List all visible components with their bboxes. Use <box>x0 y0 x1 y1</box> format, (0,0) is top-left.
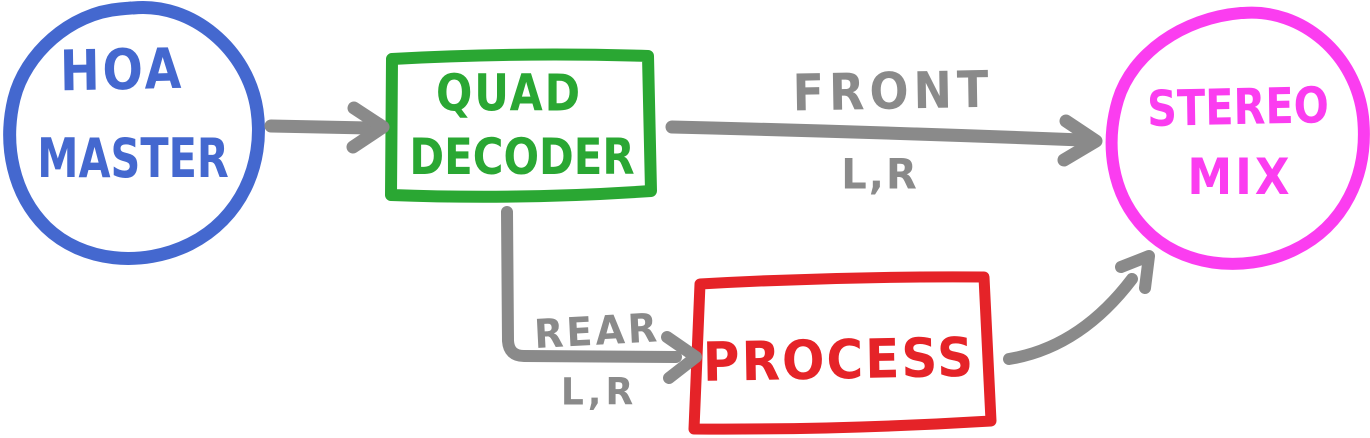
rear-edge-label: REAR <box>532 304 662 358</box>
hoa-to-quad-arrowhead <box>346 101 390 154</box>
hoa-master-label-line1: HOA <box>59 36 185 104</box>
stereo-mix-circle <box>1105 6 1370 270</box>
front-arrow <box>665 120 1089 147</box>
quad-decoder-label-line2: DECODER <box>409 127 635 187</box>
process-box <box>688 271 997 435</box>
stereo-mix-label-line1: STEREO <box>1146 75 1330 139</box>
hoa-master-label-line2: MASTER <box>37 126 229 190</box>
front-edge-label: FRONT <box>792 59 994 123</box>
rear-arrow <box>501 206 682 363</box>
hoa-master-circle <box>3 1 265 265</box>
rear-arrowhead <box>661 331 702 384</box>
hoa-to-quad-arrow <box>264 119 376 135</box>
process-label: PROCESS <box>702 326 976 394</box>
process-to-mix-arrow <box>1003 273 1138 365</box>
quad-decoder-label-line1: QUAD <box>436 63 582 123</box>
quad-decoder-box <box>385 48 657 203</box>
front-edge-sublabel: L,R <box>841 150 919 200</box>
stereo-mix-label-line2: MIX <box>1187 147 1293 207</box>
front-arrowhead <box>1057 114 1103 167</box>
process-to-mix-arrowhead <box>1115 250 1155 294</box>
rear-edge-sublabel: L,R <box>560 370 638 414</box>
